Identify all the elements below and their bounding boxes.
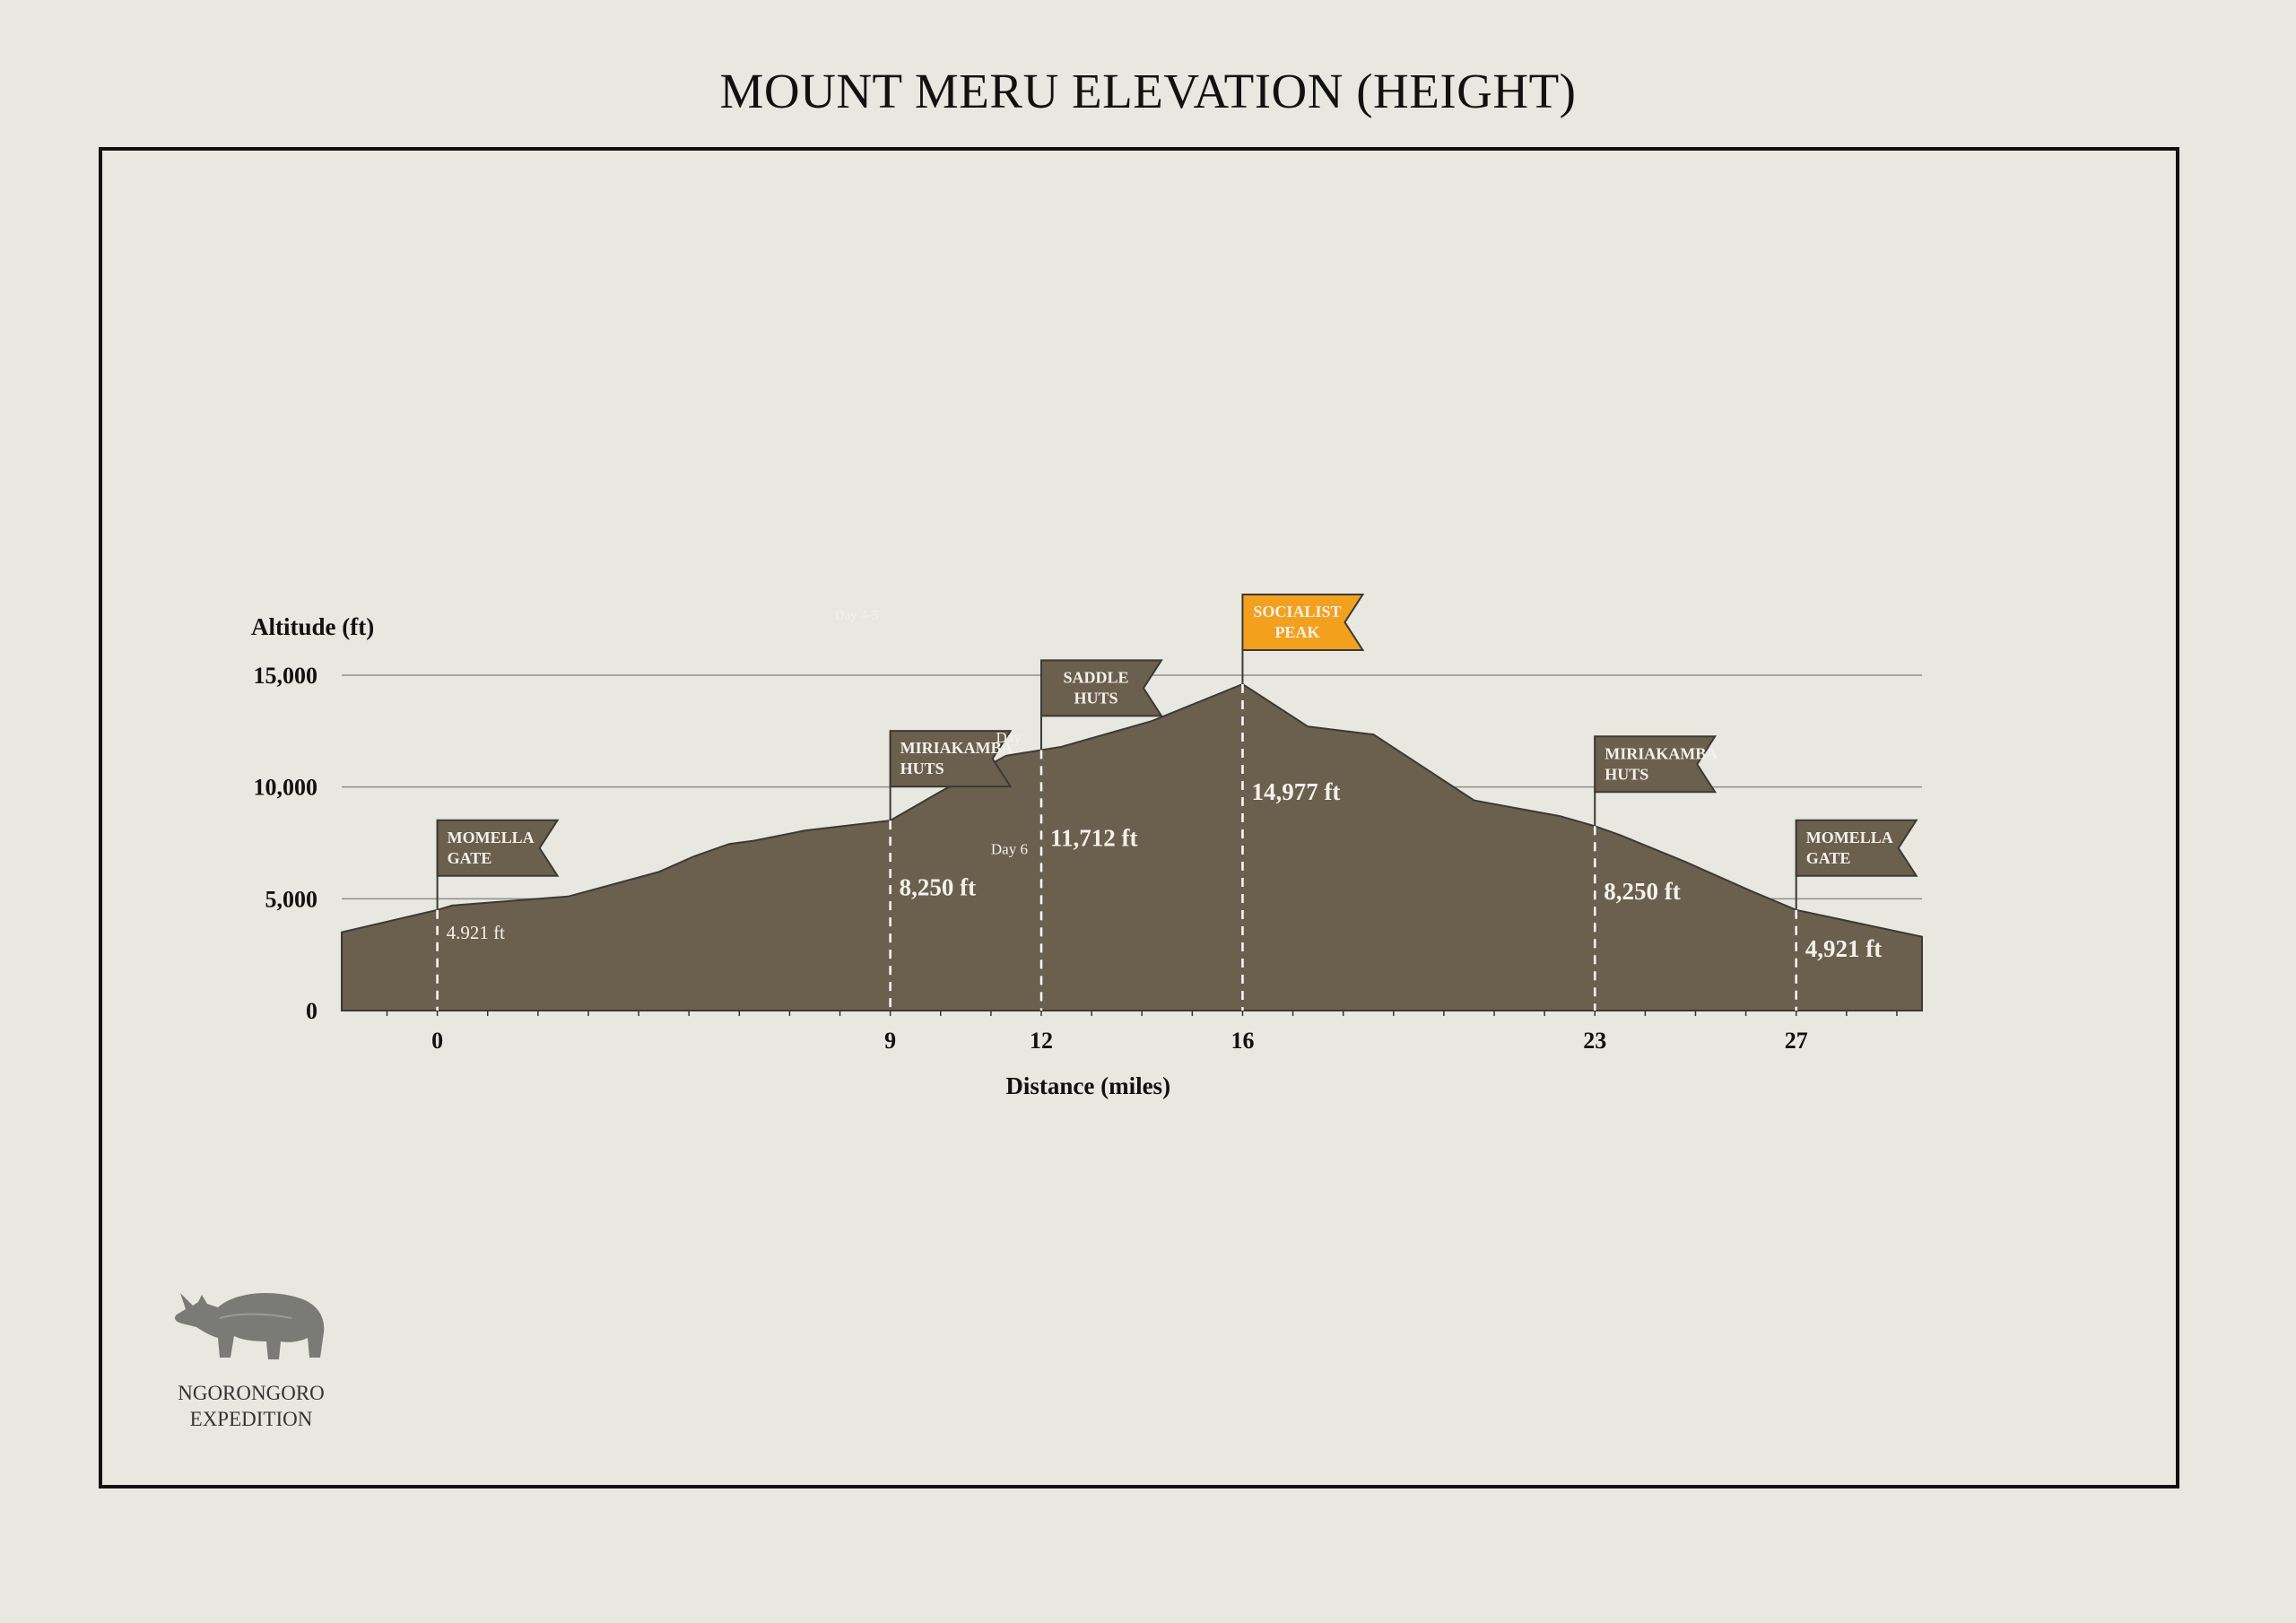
waypoint-flag-line1: SADDLE [1063, 668, 1128, 686]
waypoint-flag-line2: HUTS [900, 759, 944, 777]
waypoint-flag-line1: MOMELLA [1806, 829, 1893, 846]
x-tick-label: 0 [431, 1028, 443, 1054]
x-tick-label: 16 [1231, 1028, 1254, 1054]
x-tick-label: 9 [884, 1028, 896, 1054]
x-tick-label: 27 [1785, 1028, 1808, 1054]
waypoint-flag-line1: SOCIALIST [1253, 603, 1341, 621]
waypoint-flag [1241, 593, 1365, 651]
waypoint-altitude-label: 8,250 ft [900, 874, 976, 901]
page-title: MOUNT MERU ELEVATION (HEIGHT) [719, 64, 1577, 118]
y-axis-label: Altitude (ft) [251, 613, 374, 640]
x-tick-label: 12 [1030, 1028, 1053, 1054]
day-annotation: Day [996, 729, 1022, 746]
brand-logo: NGORONGORO EXPEDITION [152, 1282, 350, 1432]
rhino-icon [175, 1293, 325, 1359]
day-annotation: Day 4-5 [835, 609, 879, 623]
waypoint-flag [436, 819, 560, 877]
chart-frame: MOMELLA GATE MIRIAKAMBA HUTS SADDLE HUTS SOCIA… [99, 147, 2179, 1488]
x-axis-label: Distance (miles) [1005, 1072, 1170, 1099]
y-tick-label: 5,000 [265, 886, 318, 912]
elevation-chart: MOMELLA GATE MIRIAKAMBA HUTS SADDLE HUTS SOCIA… [251, 593, 1923, 1099]
logo-line-2: EXPEDITION [189, 1408, 313, 1430]
y-tick-label: 10,000 [254, 775, 318, 801]
x-tick-labels: 0 9 12 16 23 27 [431, 1028, 1808, 1054]
day-annotation: Day 6 [991, 840, 1028, 857]
waypoint-altitude-label: 14,977 ft [1251, 778, 1340, 805]
waypoint-flag [1039, 659, 1163, 717]
waypoint-flag-line1: MIRIAKAMBA [1605, 744, 1718, 762]
waypoint-altitude-label: 4.921 ft [447, 922, 505, 943]
waypoint-altitude-label: 11,712 ft [1050, 825, 1138, 852]
waypoint-flag-line2: GATE [448, 849, 492, 867]
waypoint-dash-lines [436, 683, 1797, 1011]
waypoint-flag-line2: PEAK [1274, 623, 1319, 641]
altitude-labels: 4.921 ft 8,250 ft 11,712 ft 14,977 ft 8,250 … [447, 778, 1883, 962]
y-tick-label: 15,000 [254, 663, 318, 689]
waypoint-flags: MOMELLA GATE MIRIAKAMBA HUTS SADDLE HUTS SOCIA… [436, 593, 1918, 910]
x-tick-label: 23 [1583, 1028, 1606, 1054]
waypoint-flag-line2: GATE [1806, 849, 1851, 867]
waypoint-flag-line2: HUTS [1605, 765, 1648, 783]
logo-line-1: NGORONGORO [178, 1382, 325, 1404]
minor-ticks [386, 1011, 1898, 1016]
waypoint-flag-line1: MOMELLA [448, 829, 535, 846]
waypoint-flag [889, 730, 1013, 788]
waypoint-altitude-label: 4,921 ft [1805, 935, 1882, 962]
waypoint-flag-line1: MIRIAKAMBA [900, 739, 1013, 757]
elevation-area [341, 682, 1923, 1011]
waypoint-flag [1795, 819, 1918, 877]
waypoint-flag [1594, 735, 1718, 794]
waypoint-altitude-label: 8,250 ft [1604, 878, 1680, 905]
waypoint-flag-line2: HUTS [1074, 689, 1118, 707]
y-tick-label: 0 [306, 998, 317, 1024]
y-tick-labels: 0 5,000 10,000 15,000 [254, 663, 318, 1024]
